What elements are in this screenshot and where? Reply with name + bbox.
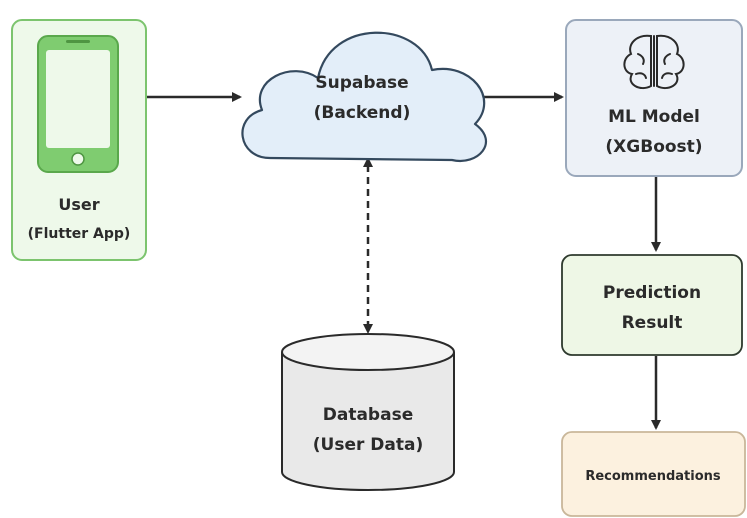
node-user-subtitle: (Flutter App) [28,226,131,242]
node-prediction-subtitle: Result [622,313,683,333]
smartphone-icon [37,35,119,173]
node-ml-model-title: ML Model [608,107,700,127]
node-supabase-subtitle: (Backend) [314,103,411,123]
brain-icon [623,34,685,90]
node-database-title: Database [323,405,413,425]
node-recommendations-title: Recommendations [585,469,721,484]
node-recommendations: Recommendations [561,431,746,517]
node-ml-model: ML Model (XGBoost) [565,19,743,177]
node-user-title: User [58,195,99,214]
node-supabase-title: Supabase [315,73,408,93]
node-user: User (Flutter App) [11,19,147,261]
node-database-subtitle: (User Data) [313,435,423,455]
node-ml-model-subtitle: (XGBoost) [605,137,702,157]
node-supabase-cloud: Supabase (Backend) [241,31,488,163]
node-prediction-result: Prediction Result [561,254,743,356]
node-prediction-title: Prediction [603,283,701,303]
node-database: Database (User Data) [281,333,455,491]
